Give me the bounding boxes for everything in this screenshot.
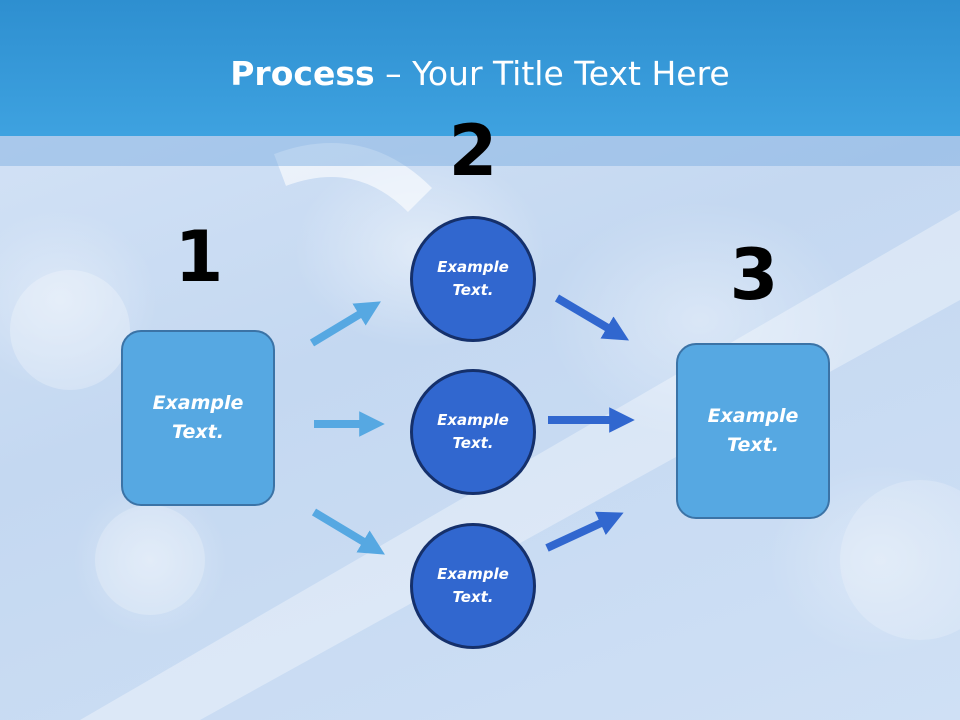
step-3-box: Example Text. <box>676 343 830 519</box>
step-number-3: 3 <box>729 234 779 316</box>
step-number-1: 1 <box>174 216 224 298</box>
arrow-2-bottom-to-3 <box>545 511 624 552</box>
step-1-text: Example Text. <box>152 392 244 443</box>
step-number-2: 2 <box>448 110 498 192</box>
step-2-text-middle: Example Text. <box>437 411 509 452</box>
title-rest: – Your Title Text Here <box>374 54 730 93</box>
step-2-text-top: Example Text. <box>437 258 509 299</box>
step-2-text-bottom: Example Text. <box>437 565 509 606</box>
slide-title: Process – Your Title Text Here <box>0 52 960 96</box>
title-bold: Process <box>230 54 375 93</box>
step-3-text: Example Text. <box>707 405 799 456</box>
arrow-2-top-to-3 <box>554 294 630 341</box>
arrow-1-to-2-bottom <box>311 508 385 555</box>
title-bar <box>0 0 960 136</box>
step-2-circle-top: Example Text. <box>410 216 536 342</box>
step-2-circle-middle: Example Text. <box>410 369 536 495</box>
arrow-1-to-2-top <box>309 301 381 347</box>
title-bar-strip <box>0 136 960 166</box>
step-2-circle-bottom: Example Text. <box>410 523 536 649</box>
step-1-box: Example Text. <box>121 330 275 506</box>
